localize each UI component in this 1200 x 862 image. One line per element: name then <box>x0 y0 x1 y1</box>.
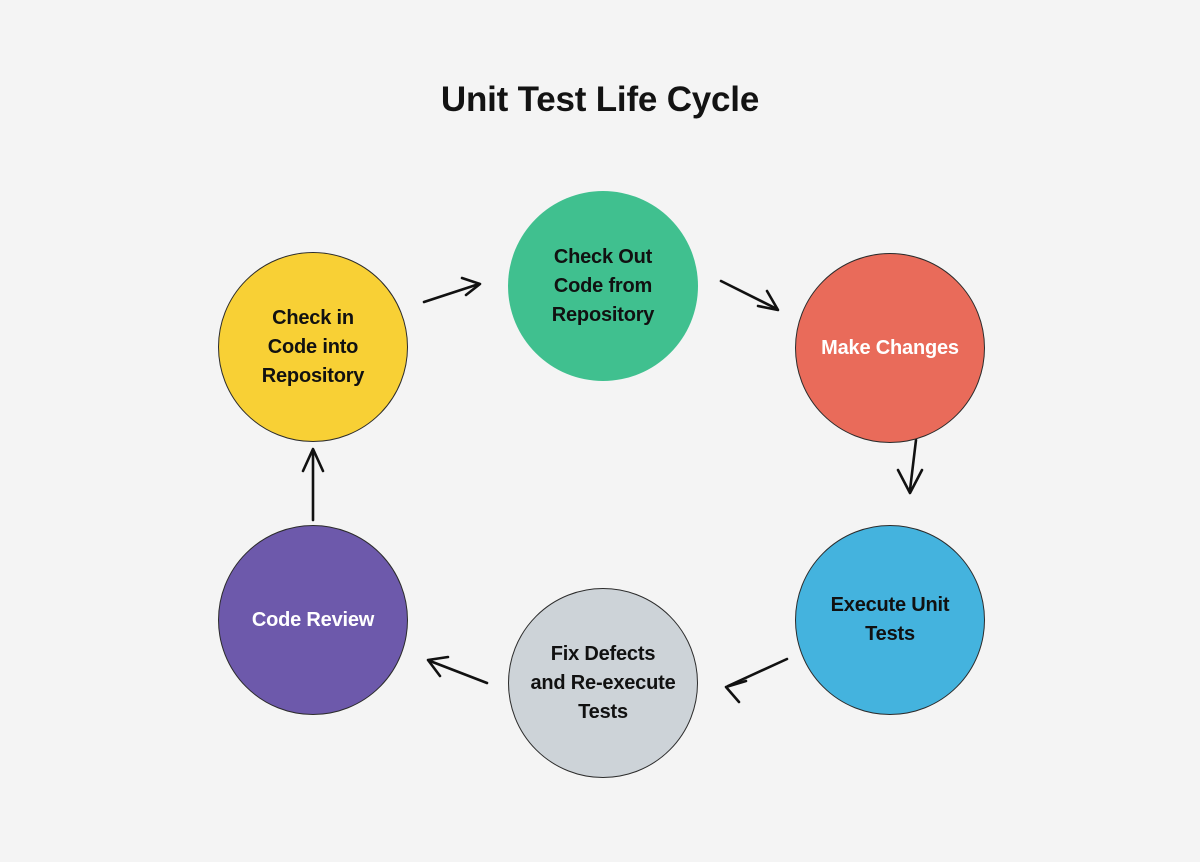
arrow-execute-to-fix <box>724 657 789 704</box>
arrow-review-to-checkin <box>301 447 325 522</box>
node-make-changes-label: Make Changes <box>821 336 959 359</box>
node-code-review[interactable]: Code Review <box>218 525 408 715</box>
arrow-fix-to-review <box>426 655 489 685</box>
node-check-in-code[interactable]: Check in Code into Repository <box>218 252 408 442</box>
node-execute-unit-tests-label: Execute Unit Tests <box>830 594 950 645</box>
node-make-changes[interactable]: Make Changes <box>795 253 985 443</box>
node-fix-defects[interactable]: Fix Defects and Re-execute Tests <box>508 588 698 778</box>
node-check-out-code[interactable]: Check Out Code from Repository <box>508 191 698 381</box>
node-code-review-label: Code Review <box>251 608 375 631</box>
arrow-checkout-to-changes <box>719 279 780 312</box>
arrow-checkin-to-checkout <box>422 276 482 304</box>
node-check-out-code-label: Check Out Code from Repository <box>551 245 655 326</box>
page-title: Unit Test Life Cycle <box>440 80 760 119</box>
node-fix-defects-label: Fix Defects and Re-execute Tests <box>530 642 676 723</box>
node-execute-unit-tests[interactable]: Execute Unit Tests <box>795 525 985 715</box>
node-check-in-code-label: Check in Code into Repository <box>261 306 365 387</box>
arrow-changes-to-execute <box>896 438 924 495</box>
